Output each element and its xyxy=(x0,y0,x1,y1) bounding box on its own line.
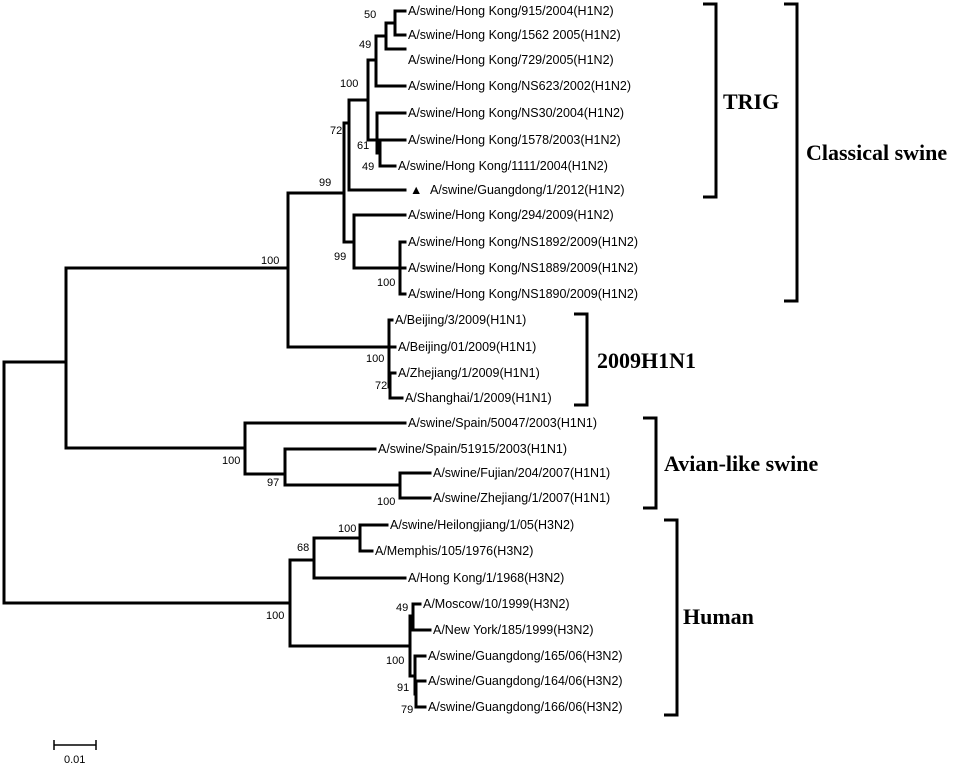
bootstrap-values: 50 49 100 61 49 72 99 99 100 100 100 72 … xyxy=(222,9,413,716)
bootstrap-value: 72 xyxy=(330,125,342,137)
bootstrap-value: 72 xyxy=(375,380,387,392)
bootstrap-value: 100 xyxy=(386,655,404,667)
branch-hk-ns xyxy=(398,240,407,296)
leaf-label: A/swine/Guangdong/166/06(H3N2) xyxy=(428,700,623,714)
branch-hk-2009 xyxy=(352,213,407,270)
branch-hk-2002-2005 xyxy=(374,34,407,88)
bootstrap-value: 100 xyxy=(377,277,395,289)
bootstrap-value: 61 xyxy=(357,140,369,152)
branch-hk-1578-1111 xyxy=(375,138,407,168)
leaf-label: A/swine/Hong Kong/1562 2005(H1N2) xyxy=(408,28,621,42)
bootstrap-value: 49 xyxy=(362,161,374,173)
leaf-label: A/Hong Kong/1/1968(H3N2) xyxy=(408,571,564,585)
leaf-label: A/Memphis/105/1976(H3N2) xyxy=(375,544,533,558)
branch-hk-ns30 xyxy=(375,111,407,155)
leaf-label: A/swine/Hong Kong/1111/2004(H1N2) xyxy=(398,159,608,173)
bootstrap-value: 99 xyxy=(319,177,331,189)
branch-trig-inner xyxy=(347,58,379,142)
bootstrap-value: 100 xyxy=(340,78,358,90)
bracket-2009h1n1 xyxy=(574,312,589,407)
bootstrap-value: 100 xyxy=(261,255,279,267)
bootstrap-value: 91 xyxy=(397,682,409,694)
branch-trig xyxy=(347,98,407,192)
leaf-label: A/swine/Hong Kong/NS30/2004(H1N2) xyxy=(408,106,624,120)
leaf-label: A/swine/Hong Kong/NS1890/2009(H1N2) xyxy=(408,287,638,301)
scale-bar: 0.01 xyxy=(53,740,97,765)
leaf-label: A/swine/Spain/51915/2003(H1N1) xyxy=(378,442,567,456)
bootstrap-value: 100 xyxy=(266,610,284,622)
leaf-label: A/Beijing/01/2009(H1N1) xyxy=(398,340,536,354)
bracket-avian-like-swine xyxy=(643,416,658,510)
leaf-label: A/swine/Hong Kong/1578/2003(H1N2) xyxy=(408,133,621,147)
leaf-label: A/New York/185/1999(H3N2) xyxy=(433,623,594,637)
leaf-label: A/swine/Hong Kong/915/2004(H1N2) xyxy=(408,4,614,18)
leaf-label: A/swine/Guangdong/164/06(H3N2) xyxy=(428,674,623,688)
branch-classical-2009 xyxy=(286,191,391,349)
clade-label-classical-swine: Classical swine xyxy=(806,140,947,165)
leaf-label: A/swine/Spain/50047/2003(H1N1) xyxy=(408,416,597,430)
bracket-trig xyxy=(703,2,718,199)
leaf-label: A/swine/Fujian/204/2007(H1N1) xyxy=(433,466,610,480)
leaf-label: A/Moscow/10/1999(H3N2) xyxy=(423,597,570,611)
clade-label-2009h1n1: 2009H1N1 xyxy=(597,348,696,373)
bootstrap-value: 100 xyxy=(338,523,356,535)
branch-avian xyxy=(243,421,407,476)
bootstrap-value: 97 xyxy=(267,477,279,489)
bootstrap-value: 79 xyxy=(401,704,413,716)
scale-bar-label: 0.01 xyxy=(64,754,85,765)
bootstrap-value: 100 xyxy=(222,455,240,467)
branch-avian-leaves xyxy=(398,471,432,500)
leaf-labels: A/swine/Hong Kong/915/2004(H1N2) A/swine… xyxy=(375,4,638,714)
branch-human-moscow xyxy=(411,602,432,632)
branch-2009h1n1 xyxy=(387,318,397,389)
bootstrap-value: 99 xyxy=(334,251,346,263)
clade-labels: TRIG Classical swine 2009H1N1 Avian-like… xyxy=(597,89,947,629)
bootstrap-value: 68 xyxy=(297,542,309,554)
bootstrap-value: 49 xyxy=(396,602,408,614)
clade-label-avian-like-swine: Avian-like swine xyxy=(664,451,818,476)
bootstrap-value: 100 xyxy=(366,353,384,365)
clade-brackets xyxy=(574,2,799,717)
leaf-label: A/Beijing/3/2009(H1N1) xyxy=(395,313,526,327)
bracket-human xyxy=(664,518,679,717)
branch-hk-915-729 xyxy=(384,21,407,51)
bracket-classical-swine xyxy=(784,2,799,303)
clade-label-trig: TRIG xyxy=(723,89,779,114)
leaf-label: A/swine/Guangdong/165/06(H3N2) xyxy=(428,649,623,663)
branch-human-heilongjiang xyxy=(358,523,389,553)
branch-human-guangdong-inner xyxy=(414,679,427,709)
leaf-label: A/swine/Hong Kong/NS1892/2009(H1N2) xyxy=(408,235,638,249)
leaf-label: A/swine/Hong Kong/NS623/2002(H1N2) xyxy=(408,79,631,93)
branch-human xyxy=(288,558,412,648)
root-branch xyxy=(2,360,292,605)
leaf-label: A/swine/Guangdong/1/2012(H1N2) xyxy=(430,183,625,197)
branch-hk-915-1562 xyxy=(384,9,407,37)
branch-2009h1n1-inner xyxy=(388,371,404,400)
bootstrap-value: 49 xyxy=(359,39,371,51)
leaf-label: A/Shanghai/1/2009(H1N1) xyxy=(405,391,552,405)
leaf-label: A/swine/Hong Kong/294/2009(H1N2) xyxy=(408,208,614,222)
clade-label-human: Human xyxy=(683,604,754,629)
branch-human-upper xyxy=(312,536,407,580)
leaf-label: A/swine/Heilongjiang/1/05(H3N2) xyxy=(390,518,574,532)
branch-h1-root xyxy=(64,266,290,450)
leaf-label: A/swine/Zhejiang/1/2007(H1N1) xyxy=(433,491,610,505)
leaf-label: A/swine/Hong Kong/NS1889/2009(H1N2) xyxy=(408,261,638,275)
scale-bar-line xyxy=(53,740,97,750)
tree-branches xyxy=(2,9,432,709)
bootstrap-value: 100 xyxy=(377,496,395,508)
leaf-label: A/swine/Hong Kong/729/2005(H1N2) xyxy=(408,53,614,67)
leaf-label: A/Zhejiang/1/2009(H1N1) xyxy=(398,366,540,380)
marked-triangle-icon: ▲ xyxy=(410,183,422,197)
branch-avian-inner xyxy=(283,447,402,487)
bootstrap-value: 50 xyxy=(364,9,376,21)
